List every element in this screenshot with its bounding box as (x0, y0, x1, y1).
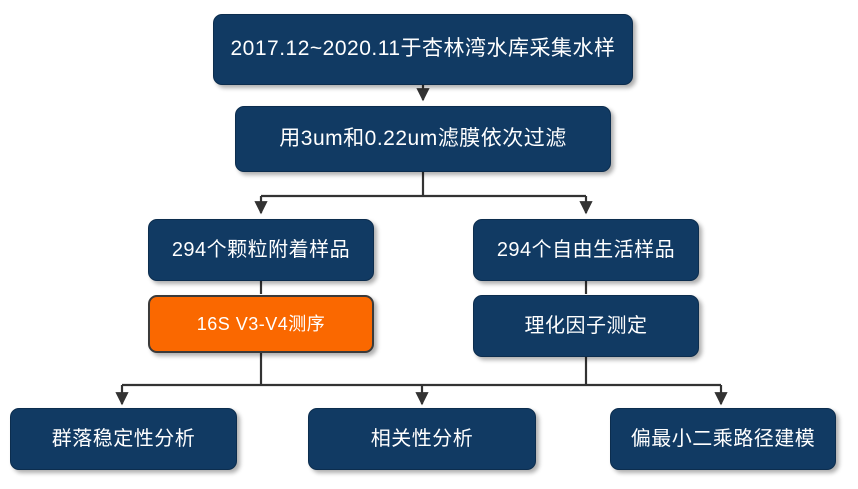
node-community-stability-analysis[interactable]: 群落稳定性分析 (10, 408, 237, 470)
node-physicochemical-measurement-label: 理化因子测定 (524, 314, 648, 337)
node-pls-path-modeling-label: 偏最小二乘路径建模 (630, 427, 816, 450)
node-particle-attached-samples-label: 294个颗粒附着样品 (171, 238, 351, 261)
node-pls-path-modeling[interactable]: 偏最小二乘路径建模 (610, 408, 836, 470)
node-sampling-label: 2017.12~2020.11于杏林湾水库采集水样 (230, 37, 616, 61)
node-16s-sequencing-label: 16S V3-V4测序 (196, 313, 326, 334)
node-sampling[interactable]: 2017.12~2020.11于杏林湾水库采集水样 (213, 14, 633, 85)
node-filter[interactable]: 用3um和0.22um滤膜依次过滤 (235, 106, 611, 172)
node-community-stability-analysis-label: 群落稳定性分析 (51, 427, 196, 450)
node-free-living-samples-label: 294个自由生活样品 (496, 238, 676, 261)
node-filter-label: 用3um和0.22um滤膜依次过滤 (279, 126, 567, 150)
node-physicochemical-measurement[interactable]: 理化因子测定 (473, 295, 699, 357)
node-correlation-analysis[interactable]: 相关性分析 (308, 408, 536, 470)
node-particle-attached-samples[interactable]: 294个颗粒附着样品 (148, 219, 374, 281)
node-16s-sequencing[interactable]: 16S V3-V4测序 (148, 295, 374, 353)
node-correlation-analysis-label: 相关性分析 (370, 427, 474, 450)
node-free-living-samples[interactable]: 294个自由生活样品 (473, 219, 699, 281)
